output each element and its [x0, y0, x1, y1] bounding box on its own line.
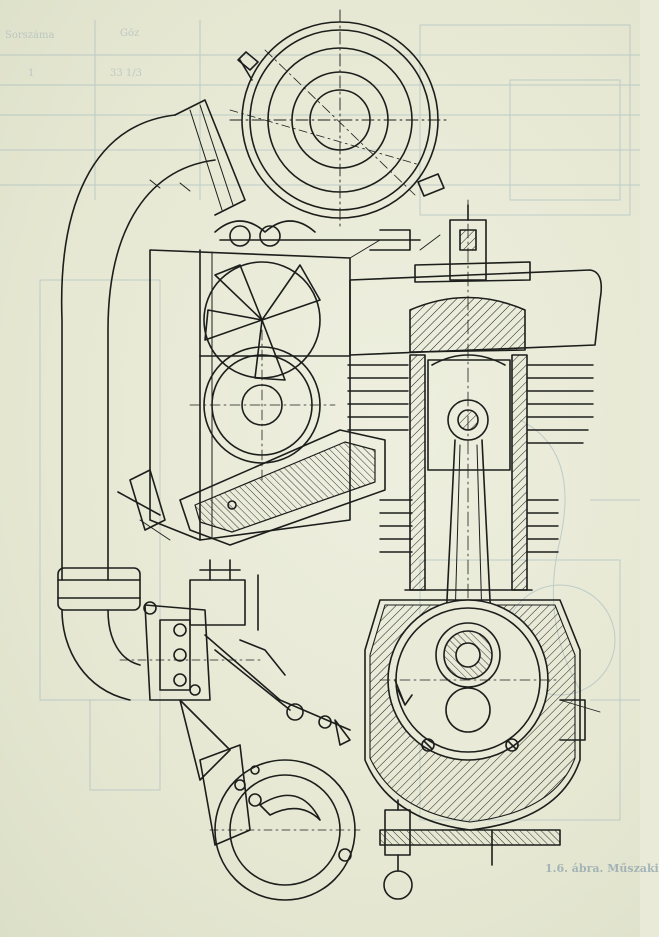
- leader-lines: [139, 234, 601, 713]
- crankcase: [364, 599, 586, 866]
- magneto: [179, 699, 361, 901]
- carburetor: [119, 559, 351, 746]
- piston: [427, 354, 511, 471]
- exhaust-duct: [117, 429, 386, 546]
- filter-bracket: [214, 220, 421, 251]
- bleed-text: Gőz: [120, 28, 140, 39]
- bleed-text: 33 1/3: [110, 68, 142, 79]
- cylinder-fins: [347, 364, 594, 553]
- engine-cross-section-drawing: [57, 9, 603, 901]
- cylinder-walls: [404, 354, 533, 591]
- figure-caption: 1.6. ábra. Műszaki: [545, 862, 659, 875]
- drain-plug: [383, 799, 413, 900]
- intake-duct: [57, 99, 421, 701]
- bleed-text: Sorszáma: [5, 30, 55, 41]
- bleed-text: 1: [28, 68, 35, 79]
- air-filter: [229, 9, 451, 231]
